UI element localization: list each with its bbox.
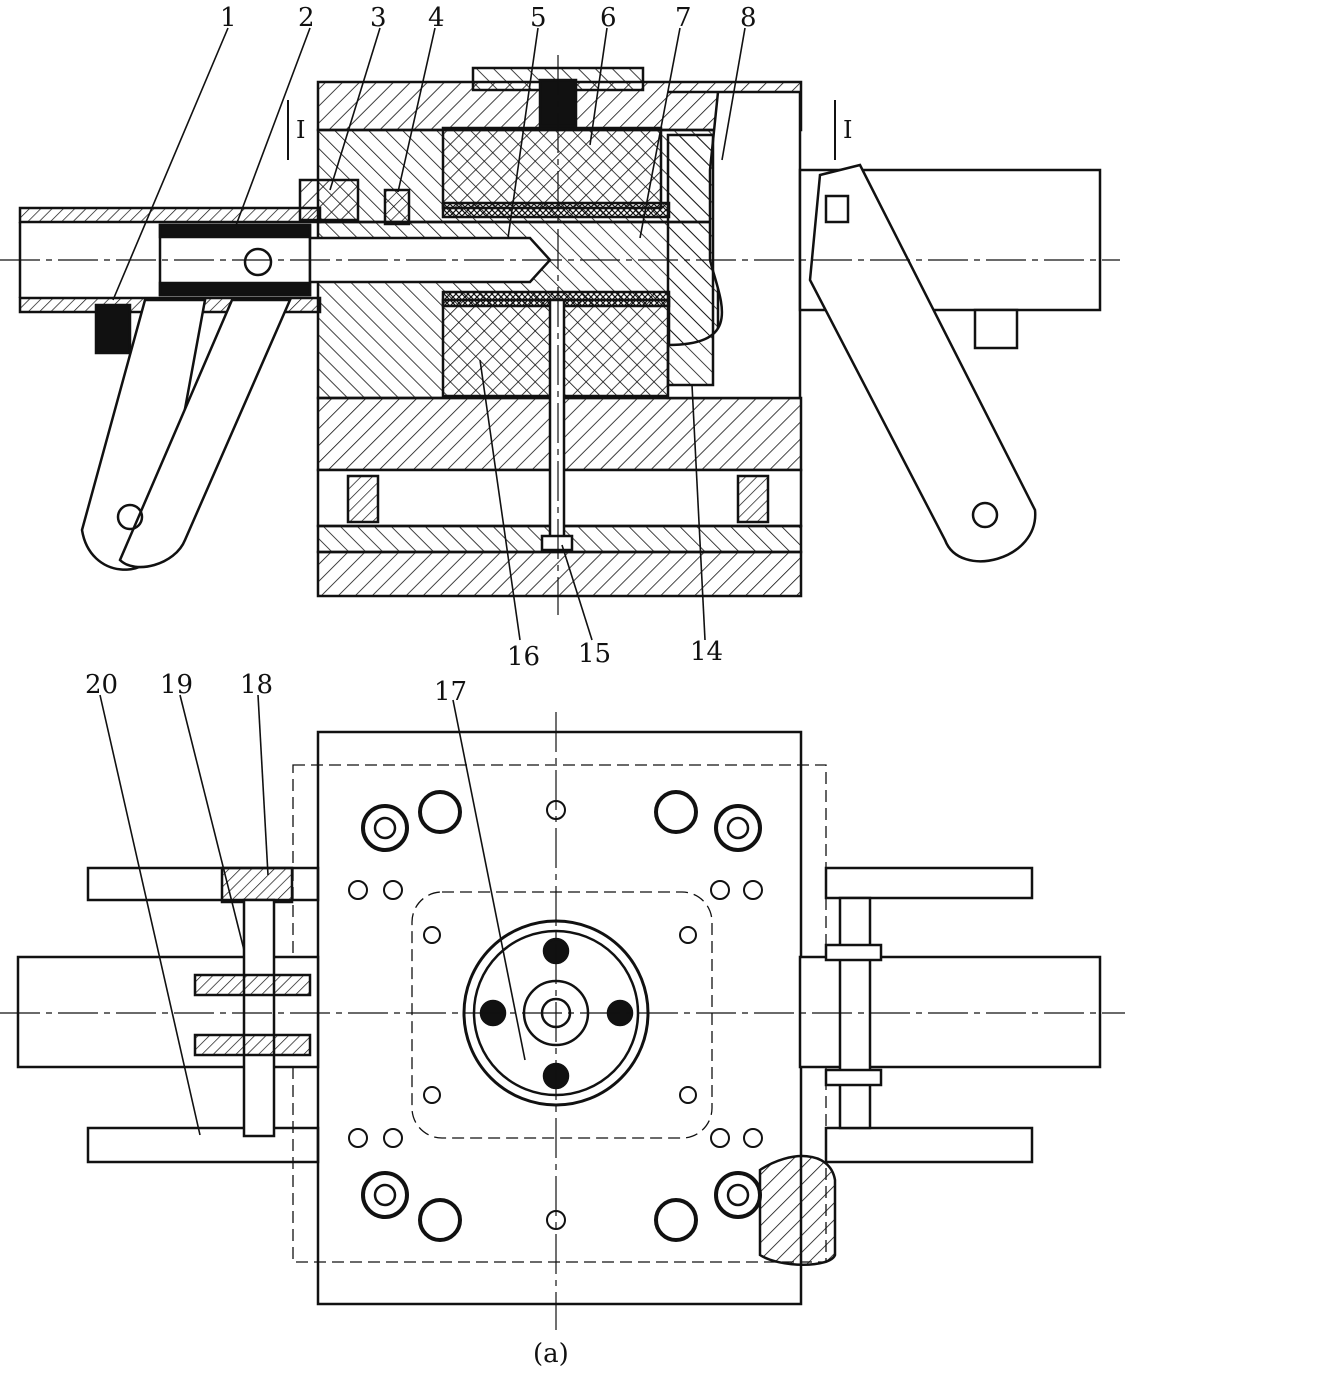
callout-15: 15 <box>578 639 611 669</box>
screw-11 <box>423 926 441 944</box>
right-collar-bottom <box>824 1068 883 1087</box>
callout-20: 20 <box>85 670 118 700</box>
side-tube-top <box>18 206 322 224</box>
bottom-clamp-plate <box>316 550 803 598</box>
callout-19: 19 <box>160 670 193 700</box>
slider-pin <box>243 247 273 277</box>
part-18 <box>220 866 294 904</box>
callout-14: 14 <box>690 637 723 667</box>
section-marks: I I <box>287 100 852 160</box>
leader-7 <box>639 27 681 239</box>
right-clamp-detail <box>758 1154 837 1266</box>
guide-pillar-tr-inner <box>726 816 750 840</box>
leader-15 <box>561 544 593 641</box>
figure-caption: (a) <box>533 1339 569 1369</box>
part-19-shaft <box>242 898 276 1138</box>
swing-arm-left-inner <box>118 298 292 569</box>
right-bolt-head <box>824 194 850 224</box>
guide-pillar-bl-inner <box>373 1183 397 1207</box>
pin-4 <box>383 188 411 226</box>
callout-6: 6 <box>600 3 617 33</box>
spring-right <box>736 474 770 524</box>
plan-arm-bottom-right <box>824 1126 1034 1164</box>
screw-2 <box>383 880 403 900</box>
guide-pillar-br-inner <box>726 1183 750 1207</box>
ejector-pin-head <box>540 534 574 552</box>
plan-view <box>0 712 1125 1330</box>
leader-1 <box>112 27 229 301</box>
leader-8 <box>721 27 746 161</box>
callout-2: 2 <box>298 3 315 33</box>
return-pin-bl <box>418 1198 462 1242</box>
return-pin-br <box>654 1198 698 1242</box>
bushing-top <box>193 973 312 997</box>
guide-pillar-tr <box>714 804 762 852</box>
screw-1 <box>348 880 368 900</box>
screw-6 <box>383 1128 403 1148</box>
screw-7 <box>710 1128 730 1148</box>
section-label-left: I <box>296 116 305 144</box>
guide-pillar-bl <box>361 1171 409 1219</box>
bushing-bottom <box>193 1033 312 1057</box>
section-view <box>0 55 1120 615</box>
screw-14 <box>679 1086 697 1104</box>
gasket-upper <box>441 201 671 219</box>
callout-17: 17 <box>434 677 467 707</box>
callout-8: 8 <box>740 3 757 33</box>
return-pin-tl <box>418 790 462 834</box>
screw-12 <box>679 926 697 944</box>
leader-6 <box>589 27 608 146</box>
cavity-insert <box>441 126 663 210</box>
wedge-block-3 <box>298 178 360 222</box>
slider-bottom-edge <box>158 281 312 297</box>
section-label-right: I <box>843 116 852 144</box>
plan-arm-top-right <box>824 866 1034 900</box>
screw-13 <box>423 1086 441 1104</box>
guide-pillar-br <box>714 1171 762 1219</box>
leader-19 <box>179 694 245 951</box>
leader-5 <box>507 27 539 239</box>
leader-18 <box>257 694 269 876</box>
right-nut <box>973 308 1019 350</box>
callout-16: 16 <box>507 642 540 672</box>
callouts: 1 2 3 4 5 6 7 8 16 15 14 20 19 18 17 <box>85 3 757 707</box>
right-collar-top <box>824 943 883 962</box>
guide-pillar-tl-inner <box>373 816 397 840</box>
swing-arm-right <box>808 163 1037 563</box>
spring-left <box>346 474 380 524</box>
bolt-1 <box>94 303 132 355</box>
callout-1: 1 <box>220 3 237 33</box>
ejector-pin <box>548 298 566 542</box>
leader-lines <box>99 27 746 1136</box>
screw-8 <box>743 1128 763 1148</box>
leader-17 <box>452 699 526 1061</box>
plan-cavity-hidden <box>411 891 713 1139</box>
return-pin-tr <box>654 790 698 834</box>
guide-pillars <box>361 790 762 1242</box>
plan-arm-bottom-left <box>86 1126 320 1164</box>
plan-screws <box>348 800 763 1230</box>
leader-16 <box>479 359 521 641</box>
arm-pivot-left <box>116 503 144 531</box>
callout-5: 5 <box>530 3 547 33</box>
screw-4 <box>743 880 763 900</box>
leader-2 <box>234 27 311 229</box>
callout-3: 3 <box>370 3 387 33</box>
callout-4: 4 <box>428 3 445 33</box>
leader-3 <box>329 27 381 191</box>
screw-3 <box>710 880 730 900</box>
screw-5 <box>348 1128 368 1148</box>
callout-7: 7 <box>675 3 692 33</box>
leader-20 <box>99 694 201 1136</box>
guide-pillar-tl <box>361 804 409 852</box>
leader-14 <box>691 384 706 641</box>
arm-pivot-right <box>971 501 999 529</box>
slider-top-edge <box>158 223 312 239</box>
leader-4 <box>397 27 436 193</box>
callout-18: 18 <box>240 670 273 700</box>
